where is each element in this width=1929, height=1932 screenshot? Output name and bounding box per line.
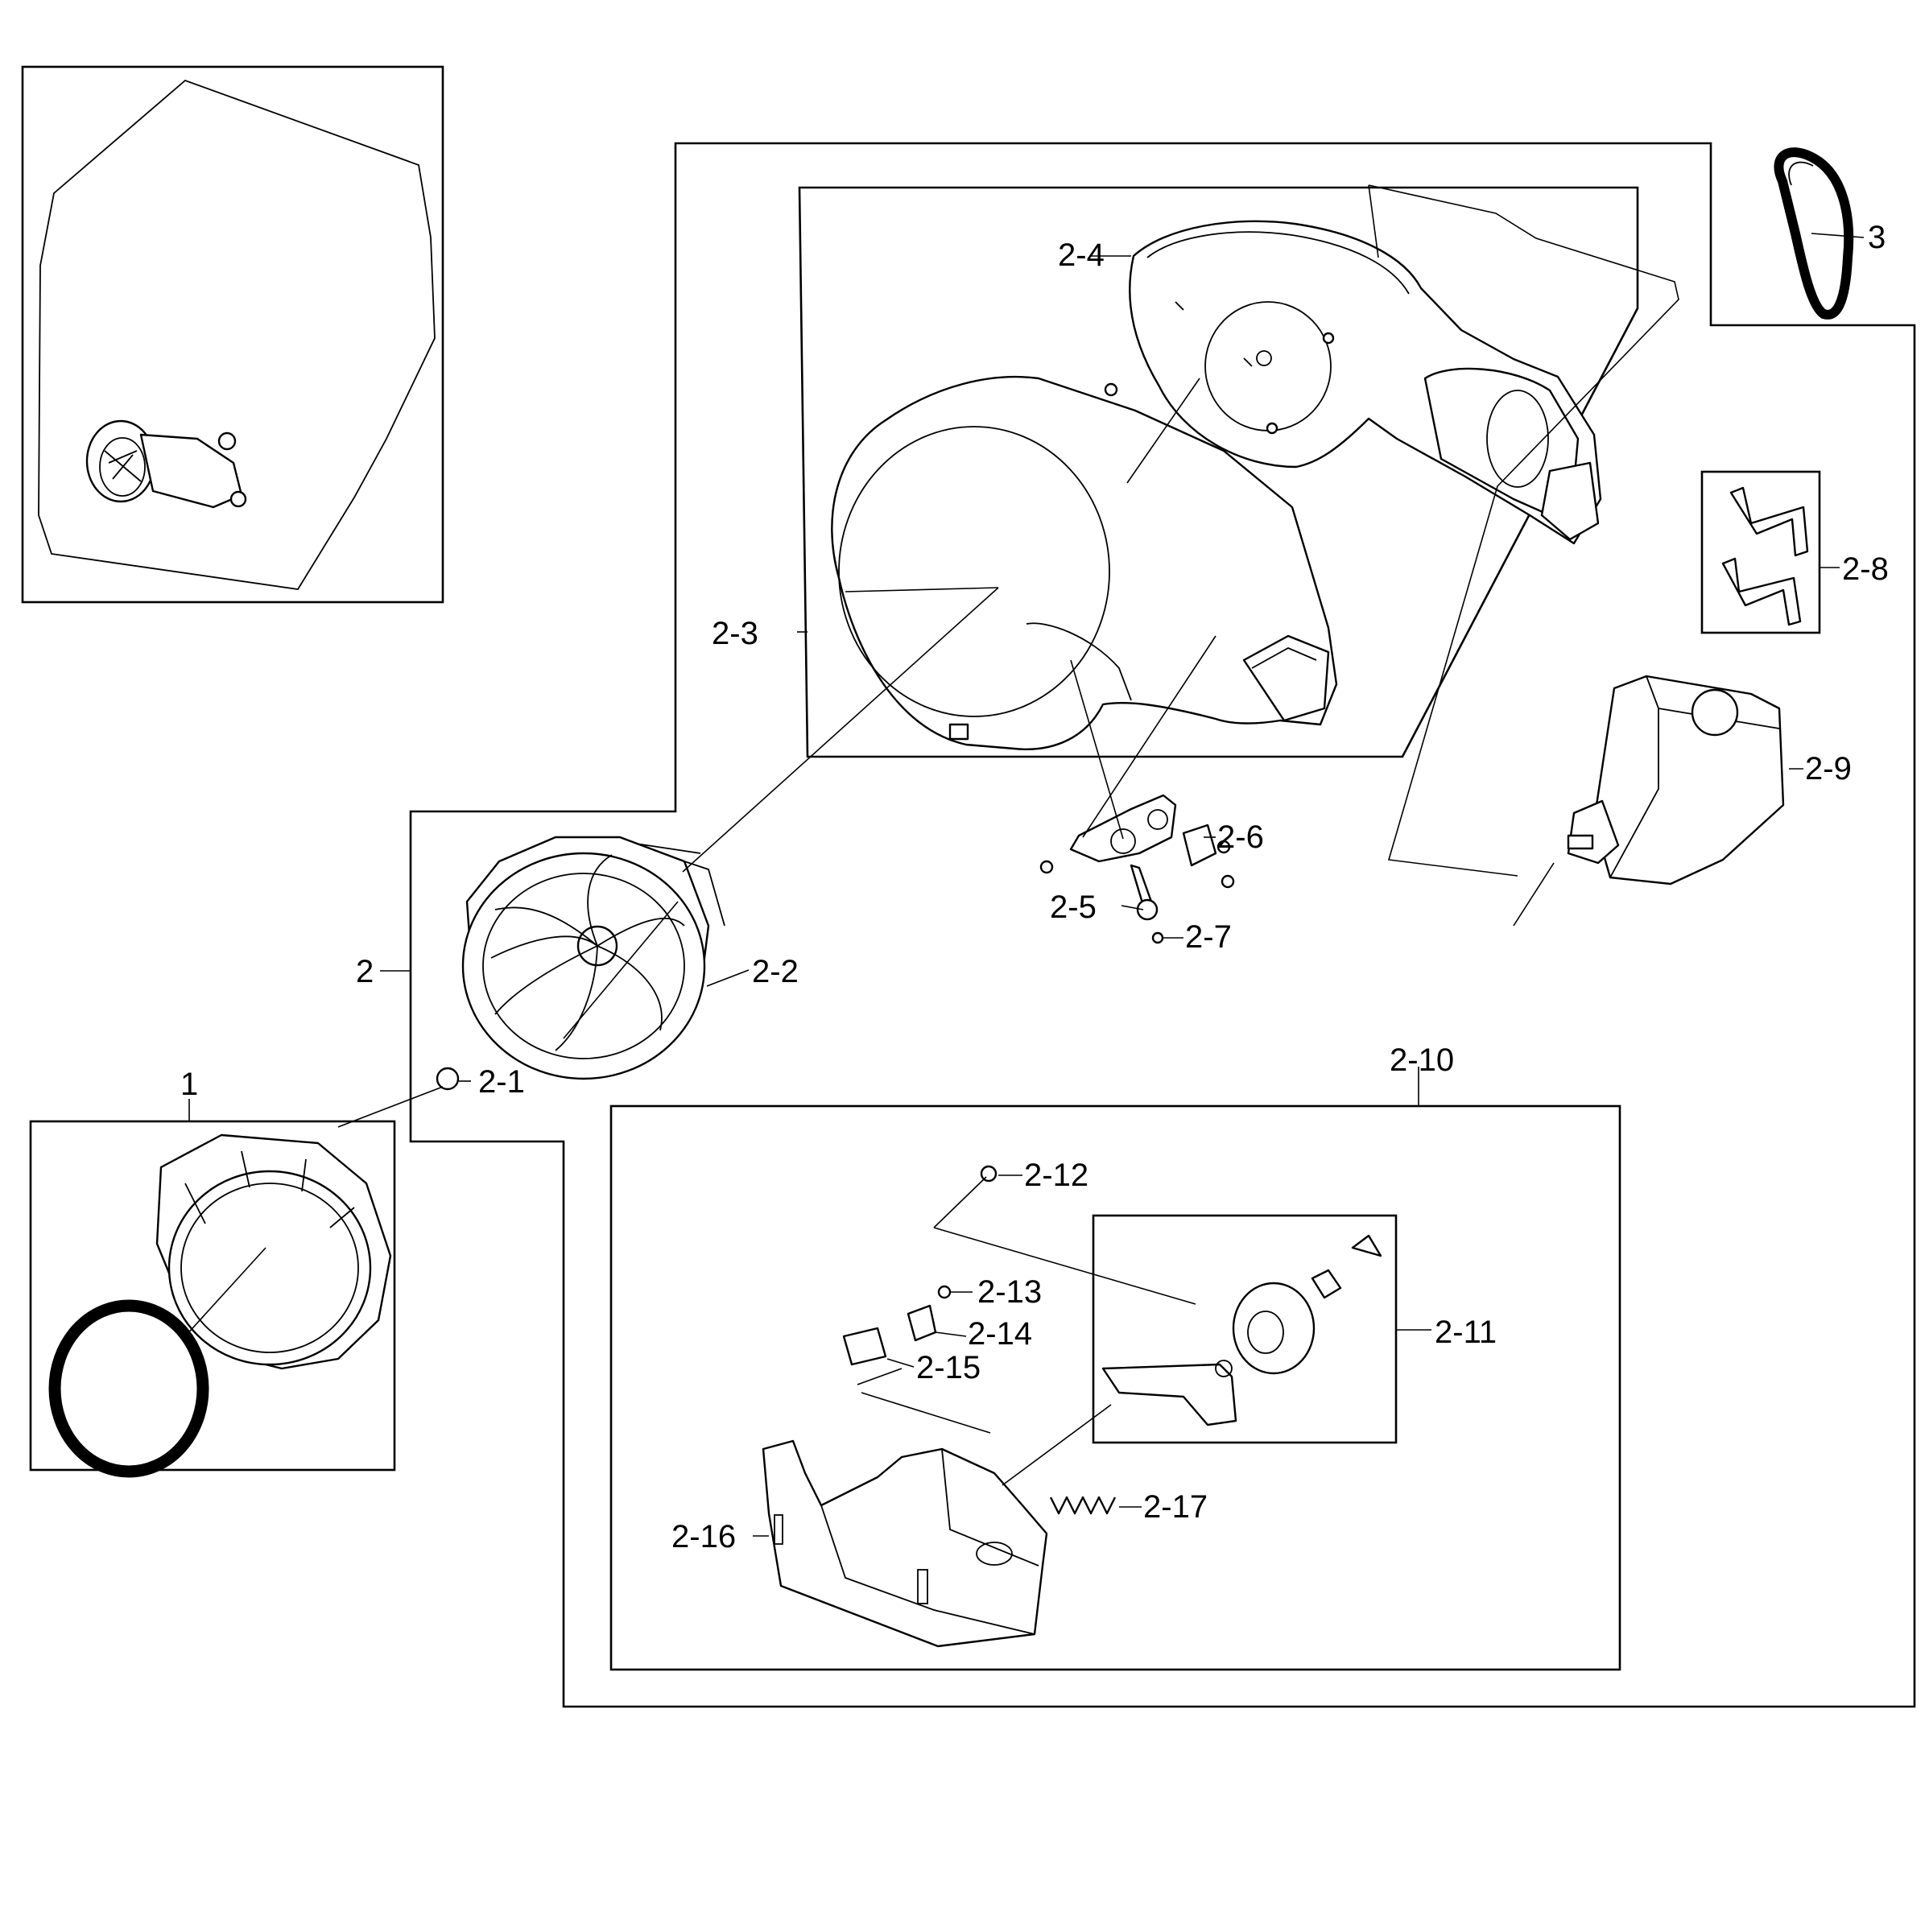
idler-arm — [1101, 1363, 1237, 1426]
callout-2-2: 2-2 — [752, 954, 799, 989]
drive-motor — [1567, 675, 1785, 886]
screw — [1266, 422, 1278, 435]
callout-2-13: 2-13 — [977, 1274, 1042, 1310]
connector-2-15 — [842, 1327, 887, 1366]
callout-2-7: 2-7 — [1185, 919, 1232, 955]
blower-wheel — [461, 836, 725, 1080]
hex-nut — [436, 1067, 460, 1091]
callout-2-6: 2-6 — [1217, 819, 1264, 855]
housing-subframe — [798, 186, 1639, 758]
idler-shaft — [1311, 1269, 1342, 1299]
callout-2-3: 2-3 — [712, 616, 758, 651]
blower-wheel-blades — [490, 854, 685, 1051]
callout-3: 3 — [1868, 220, 1886, 255]
callout-2-1: 2-1 — [478, 1064, 525, 1100]
clip-parts — [1721, 486, 1809, 626]
callout-1: 1 — [180, 1067, 198, 1102]
inlet-seal-ring — [48, 1299, 209, 1478]
overview-inset-frame — [21, 65, 444, 604]
idler-pulley — [1232, 1282, 1316, 1375]
inlet-duct-assembly — [48, 1133, 392, 1478]
rear-blower-housing — [1129, 220, 1602, 545]
callout-2-12: 2-12 — [1024, 1158, 1088, 1193]
sensor-thermostat — [1136, 898, 1159, 921]
callout-2-5: 2-5 — [1050, 890, 1097, 925]
blower-wheel-face — [461, 852, 706, 1080]
tension-spring — [1049, 1496, 1117, 1515]
callout-2-16: 2-16 — [671, 1519, 736, 1554]
callout-2-10: 2-10 — [1390, 1042, 1454, 1078]
callout-2: 2 — [356, 954, 374, 989]
cabinet-outline — [38, 79, 436, 590]
callout-labels: 1 2 2-1 2-2 2-3 2-4 2-5 2-6 2-7 2-8 2-9 … — [180, 220, 1889, 1554]
callout-2-15: 2-15 — [916, 1350, 981, 1385]
frames — [21, 65, 1916, 1708]
leader-lines — [184, 184, 1865, 1537]
dryer-cabinet-overview — [38, 79, 436, 590]
drive-belt — [1774, 147, 1854, 320]
switch-2-14 — [907, 1304, 937, 1342]
callout-2-14: 2-14 — [968, 1316, 1032, 1352]
callout-2-11: 2-11 — [1435, 1315, 1497, 1350]
inset-frame-2-11 — [1092, 1214, 1398, 1444]
screw-2-13 — [937, 1285, 952, 1299]
front-blower-housing — [831, 375, 1338, 750]
inset-frame-2-8 — [1700, 470, 1821, 634]
front-housing-inlet — [838, 426, 1110, 717]
idler-assembly — [762, 1165, 1382, 1648]
callout-2-4: 2-4 — [1058, 237, 1105, 273]
callout-2-17: 2-17 — [1143, 1489, 1208, 1525]
motor-mount-bracket — [762, 1439, 1048, 1648]
sensor-bracket — [1039, 794, 1235, 944]
callout-2-8: 2-8 — [1842, 551, 1889, 587]
assembly-2-frame — [409, 142, 1916, 1708]
callout-2-9: 2-9 — [1805, 751, 1852, 786]
inset-frame-1 — [29, 1120, 396, 1472]
screw — [1322, 332, 1335, 345]
inset-frame-2-10 — [609, 1104, 1621, 1671]
screw — [1104, 382, 1118, 397]
